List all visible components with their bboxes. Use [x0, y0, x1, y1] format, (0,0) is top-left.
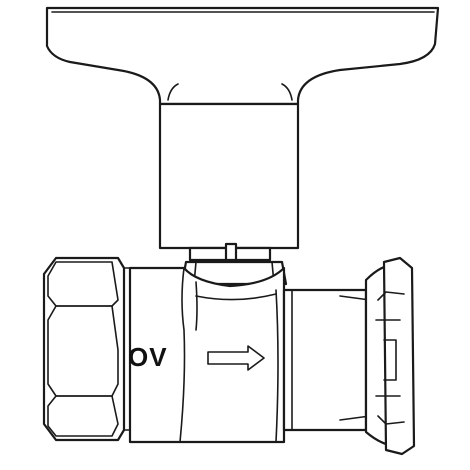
union-connector	[282, 256, 416, 456]
t-handle	[45, 6, 440, 106]
valve-body: OV	[128, 266, 286, 444]
arrow-right-icon	[207, 345, 265, 371]
valve-stem	[158, 102, 300, 262]
body-marking-text: OV	[128, 342, 168, 372]
hex-nut-left	[42, 256, 131, 442]
